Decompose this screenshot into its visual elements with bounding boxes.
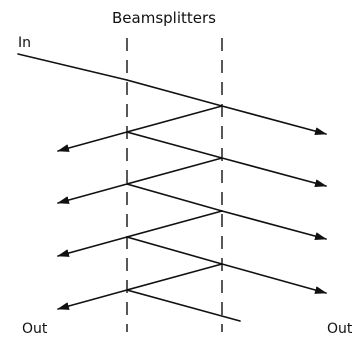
reflected-beam — [126, 263, 223, 291]
beam-segment — [126, 79, 223, 107]
diagram-title: Beamsplitters — [112, 9, 216, 27]
input-beam — [17, 53, 128, 81]
reflected-output-beam — [57, 183, 128, 204]
reflected-output-beam — [57, 236, 128, 257]
transmitted-output-beam — [221, 210, 327, 241]
input-label: In — [18, 35, 31, 51]
reflected-beam — [126, 210, 223, 238]
re-reflected-beam — [126, 236, 223, 265]
reflected-beam — [126, 105, 223, 133]
reflected-output-beam — [57, 289, 128, 310]
reflected-output-beam — [57, 131, 128, 152]
transmitted-output-beam — [221, 263, 327, 294]
output-left-label: Out — [22, 321, 48, 337]
reflected-beam — [126, 157, 223, 185]
transmitted-output-beam — [221, 105, 327, 136]
re-reflected-beam — [126, 131, 223, 159]
output-right-label: Out — [327, 321, 353, 337]
transmitted-output-beam — [221, 157, 327, 188]
re-reflected-beam — [126, 289, 241, 322]
re-reflected-beam — [126, 183, 223, 212]
